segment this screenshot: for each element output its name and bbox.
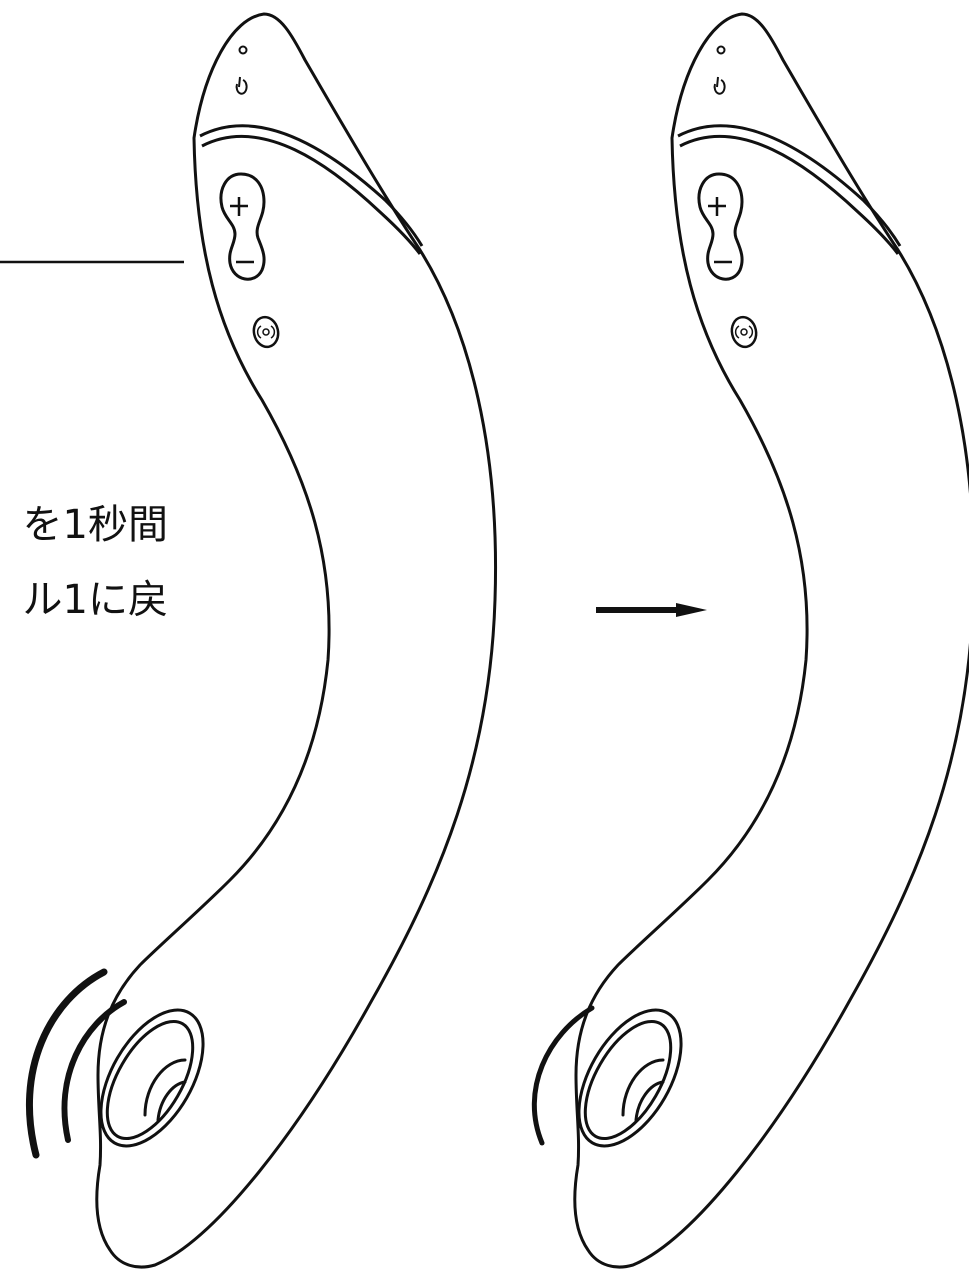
vibration-arc-outer bbox=[25, 968, 108, 1159]
device-after bbox=[556, 12, 969, 1269]
instruction-text-line-1: を1秒間 bbox=[22, 502, 168, 548]
arrow-right-icon bbox=[596, 603, 707, 617]
vibration-arc-after bbox=[531, 1005, 595, 1146]
device-before bbox=[78, 12, 498, 1269]
vibration-arc-inner bbox=[61, 999, 127, 1143]
instruction-text-line-2: ル1に戻 bbox=[22, 577, 168, 623]
